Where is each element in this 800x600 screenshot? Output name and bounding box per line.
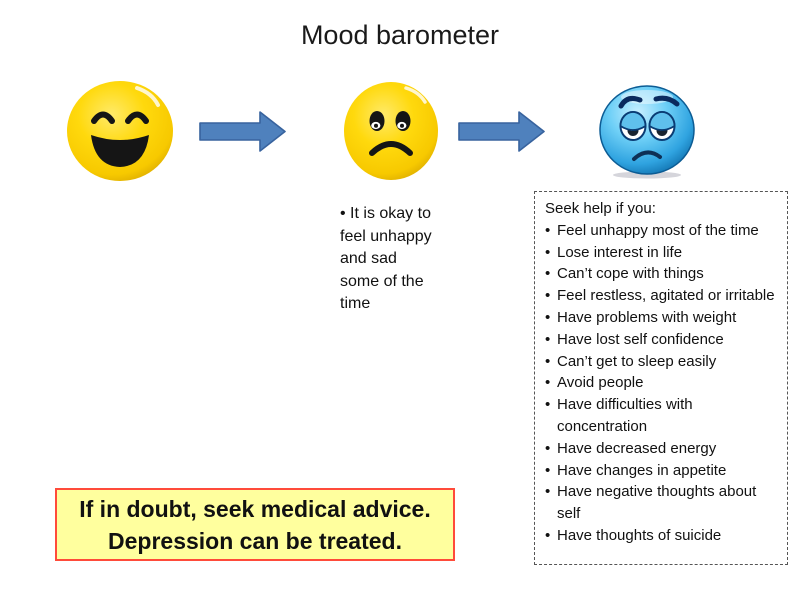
seek-help-item-text: Feel unhappy most of the time (557, 221, 759, 239)
advice-box: If in doubt, seek medical advice. Depres… (55, 488, 455, 561)
seek-help-item-text: Have problems with weight (557, 308, 737, 326)
seek-help-item-text: Avoid people (557, 374, 644, 392)
seek-help-item-text: Have changes in appetite (557, 461, 727, 479)
bullet-icon: • (545, 352, 551, 370)
unhappy-face-icon (342, 81, 440, 181)
bullet-icon: • (545, 265, 551, 283)
bullet-icon: • (545, 439, 551, 457)
seek-help-item-text: Lose interest in life (557, 243, 683, 261)
seek-help-list-item: • Can’t get to sleep easily (544, 351, 779, 373)
seek-help-item-text: Can’t cope with things (557, 265, 704, 283)
seek-help-list: • Feel unhappy most of the time • Lose int… (544, 220, 779, 547)
seek-help-list-item: • Have difficulties with concentration (544, 394, 779, 438)
unhappy-face-svg (344, 82, 438, 180)
seek-help-list-item: • Have decreased energy (544, 438, 779, 460)
bullet-icon: • (545, 461, 551, 479)
page-title: Mood barometer (300, 20, 500, 50)
advice-line-1: If in doubt, seek medical advice. (79, 495, 431, 522)
seek-help-list-item: • Feel unhappy most of the time (544, 220, 779, 242)
happy-face-svg (67, 81, 173, 181)
seek-help-list-item: • Avoid people (544, 372, 779, 394)
seek-help-list-item: • Have thoughts of suicide (544, 525, 779, 547)
seek-help-list-item: • Have lost self confidence (544, 329, 779, 351)
bullet-icon: • (545, 221, 551, 239)
bullet-icon: • (545, 526, 551, 544)
bullet-icon: • (545, 374, 551, 392)
seek-help-header: Seek help if you: (545, 200, 656, 217)
right-arrow-svg (458, 111, 545, 152)
depressed-face-svg (599, 85, 695, 179)
seek-help-list-item: • Can’t cope with things (544, 263, 779, 285)
seek-help-item-text: Feel restless, agitated or irritable (557, 287, 775, 305)
seek-help-list-item: • Have changes in appetite (544, 460, 779, 482)
seek-help-list-item: • Have negative thoughts about self (544, 481, 779, 525)
right-arrow-svg (199, 111, 286, 152)
seek-help-list-item: • Feel restless, agitated or irritable (544, 285, 779, 307)
seek-help-box: Seek help if you: • Feel unhappy most of … (534, 191, 788, 565)
seek-help-item-text: Have decreased energy (557, 439, 717, 457)
seek-help-list-item: • Lose interest in life (544, 242, 779, 264)
bullet-icon: • (545, 330, 551, 348)
bullet-icon: • (545, 396, 551, 414)
right-arrow-icon (458, 110, 546, 153)
seek-help-item-text: Have difficulties with concentration (557, 396, 693, 435)
right-arrow-icon (199, 110, 287, 153)
seek-help-list-item: • Have problems with weight (544, 307, 779, 329)
seek-help-item-text: Have thoughts of suicide (557, 526, 722, 544)
bullet-icon: • (545, 243, 551, 261)
depressed-face-icon (597, 84, 698, 179)
advice-line-2: Depression can be treated. (108, 527, 402, 554)
note-text: • It is okay to feel unhappy and sad som… (340, 205, 432, 312)
bullet-icon: • (545, 483, 551, 501)
happy-face-icon (65, 80, 175, 182)
seek-help-item-text: Have negative thoughts about self (557, 483, 757, 523)
bullet-icon: • (545, 287, 551, 305)
seek-help-item-text: Have lost self confidence (557, 330, 724, 348)
seek-help-item-text: Can’t get to sleep easily (557, 352, 717, 370)
bullet-icon: • (545, 308, 551, 326)
